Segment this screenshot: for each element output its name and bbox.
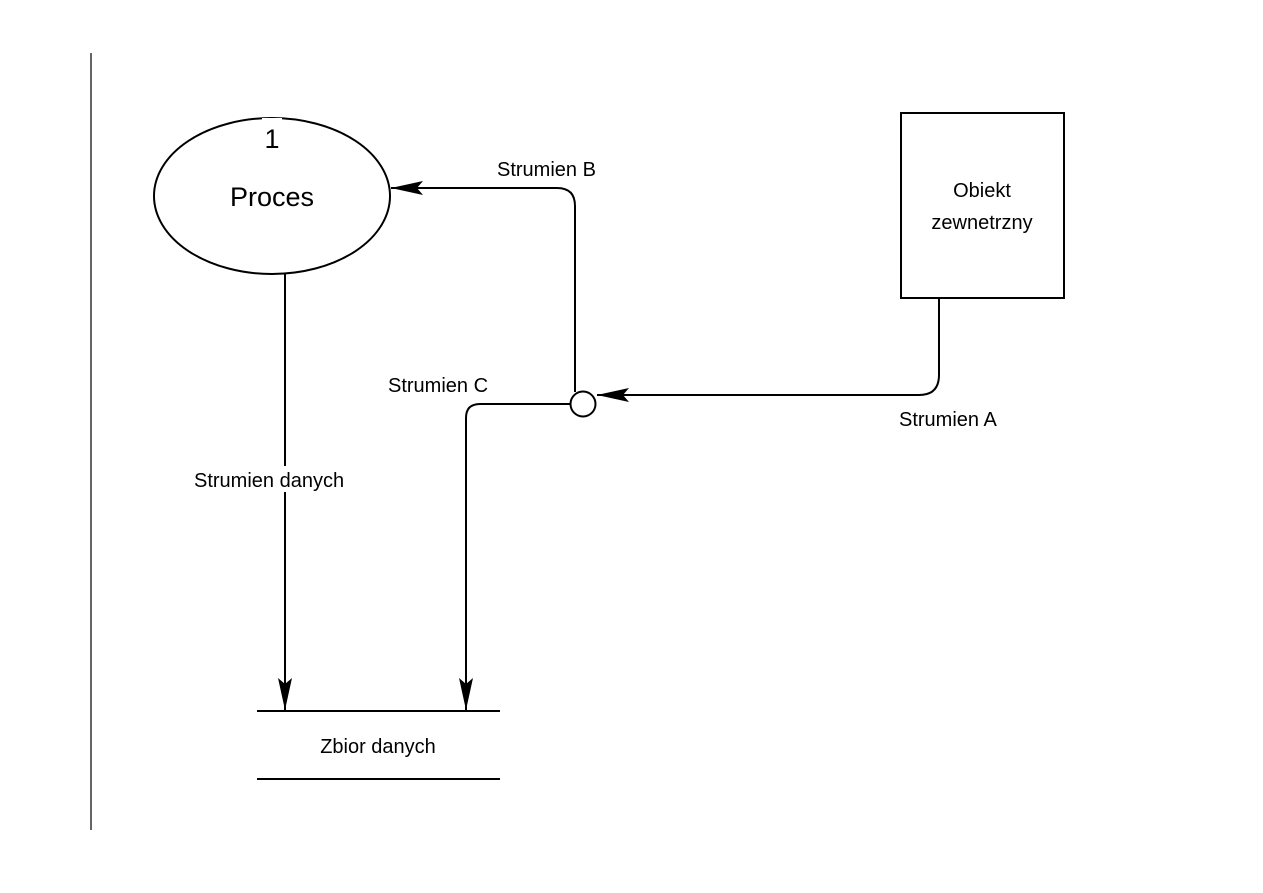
data-store-node[interactable]: Zbior danych xyxy=(257,710,500,780)
external-entity-label-line2: zewnetrzny xyxy=(931,212,1032,234)
flow-b-label: Strumien B xyxy=(497,159,596,181)
process-number: 1 xyxy=(264,124,279,154)
data-store-label: Zbior danych xyxy=(320,736,436,758)
process-node[interactable]: 1 Proces xyxy=(153,117,391,275)
process-number-bg xyxy=(262,118,282,132)
external-entity-node[interactable]: Obiekt zewnetrzny xyxy=(900,112,1065,299)
flow-c-label: Strumien C xyxy=(388,375,488,397)
external-entity-box xyxy=(900,112,1065,299)
flow-c-line[interactable] xyxy=(459,403,571,710)
flow-data-label-bg xyxy=(192,466,372,492)
process-label: Proces xyxy=(230,182,314,212)
flow-b-line[interactable] xyxy=(391,181,576,392)
flow-a-line[interactable] xyxy=(597,298,940,402)
junction-node[interactable] xyxy=(569,390,597,418)
flow-a-label: Strumien A xyxy=(899,409,997,431)
external-entity-label-line1: Obiekt xyxy=(953,180,1011,202)
flow-data-label: Strumien danych xyxy=(194,470,344,492)
